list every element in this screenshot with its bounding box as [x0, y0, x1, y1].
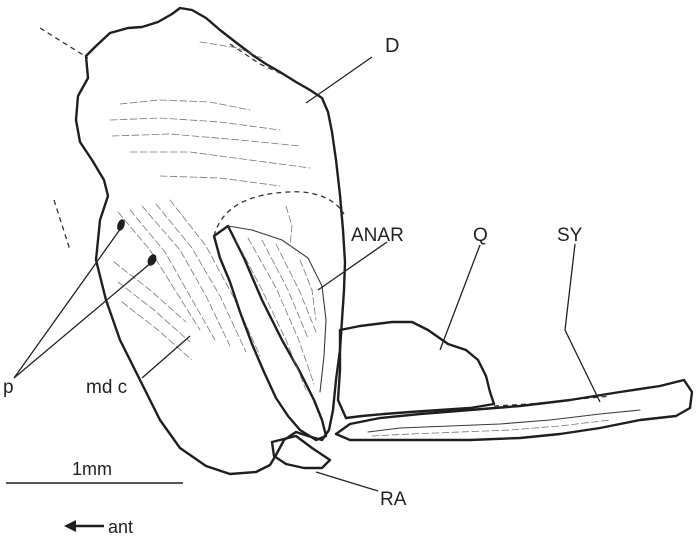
angular-articular-leader [318, 242, 387, 290]
dentary-texture [110, 42, 310, 360]
retroarticular-leader [316, 472, 378, 491]
angular-articular-body [228, 226, 326, 392]
angular-articular-outline [214, 226, 326, 440]
label-symplectic: SY [557, 225, 583, 246]
ventral-dashed-margin [54, 200, 70, 250]
label-pores: p [3, 377, 14, 398]
dentary-dashed-margin [40, 28, 88, 58]
pore-1-leader [14, 228, 121, 378]
quadrate-outline [338, 322, 494, 418]
dentary-outline [76, 8, 345, 474]
quadrate-leader [440, 245, 480, 350]
label-angular-articular: ANAR [351, 225, 404, 246]
angular-articular-texture [236, 206, 316, 390]
symplectic-leader [565, 244, 600, 402]
label-retroarticular: RA [380, 489, 407, 510]
anterior-arrow-icon [64, 520, 104, 532]
dentary-leader [306, 57, 372, 103]
label-direction: ant [108, 517, 133, 537]
label-mandibular-canal: md c [86, 377, 127, 398]
label-quadrate: Q [473, 225, 488, 246]
mandibular-canal-leader [142, 336, 190, 378]
label-dentary: D [385, 35, 399, 57]
label-scale: 1mm [72, 459, 112, 479]
angular-articular-dashed-dorsal [214, 192, 344, 236]
